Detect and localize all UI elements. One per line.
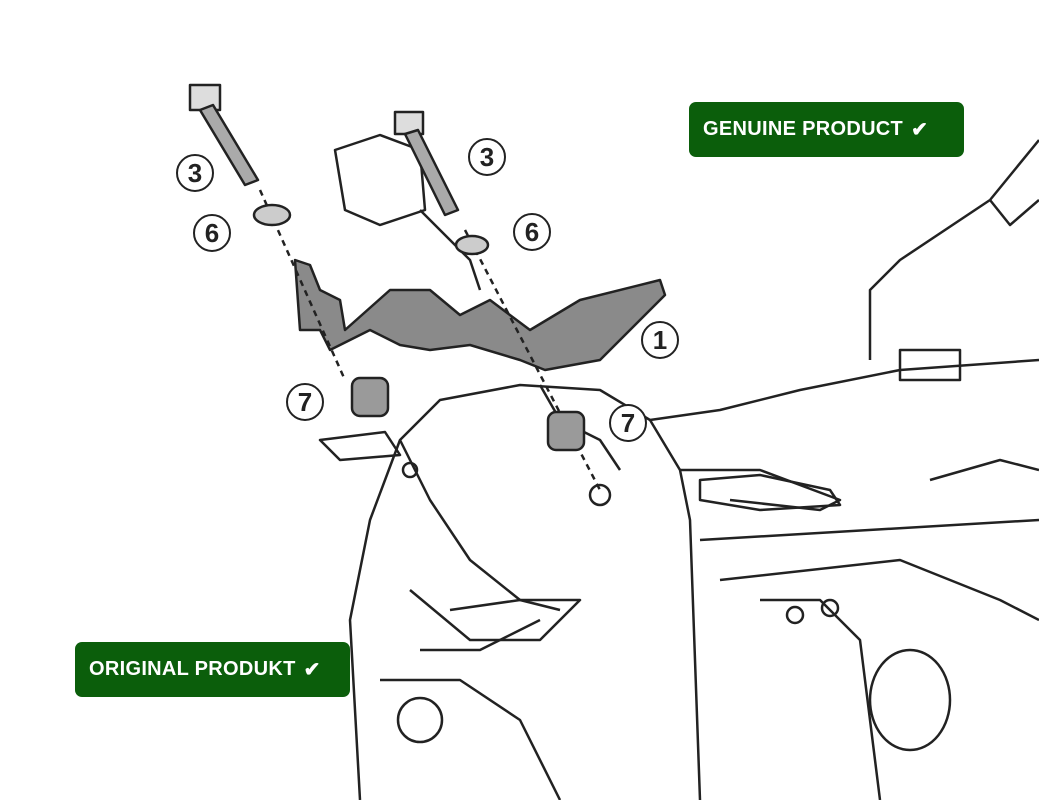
spacer-left [350,376,390,418]
motorcycle-outline [318,133,1039,800]
callout-bolt-right: 3 [468,138,506,176]
callout-bolt-left: 3 [176,154,214,192]
callout-spacer-left: 7 [286,383,324,421]
callout-bracket: 1 [641,321,679,359]
bracket-part [293,258,667,372]
spacer-right [546,410,586,452]
genuine-product-badge: GENUINE PRODUCT ✔ [689,102,964,157]
original-produkt-badge: ORIGINAL PRODUKT ✔ [75,642,350,697]
washer-left [252,203,292,227]
original-produkt-label: ORIGINAL PRODUKT [89,658,296,680]
genuine-product-label: GENUINE PRODUCT [703,118,904,140]
bolt-right [393,110,602,491]
check-icon: ✔ [911,119,929,141]
washer-right [454,234,490,256]
callout-washer-left: 6 [193,214,231,252]
callout-spacer-right: 7 [609,404,647,442]
check-icon: ✔ [303,659,321,681]
callout-washer-right: 6 [513,213,551,251]
